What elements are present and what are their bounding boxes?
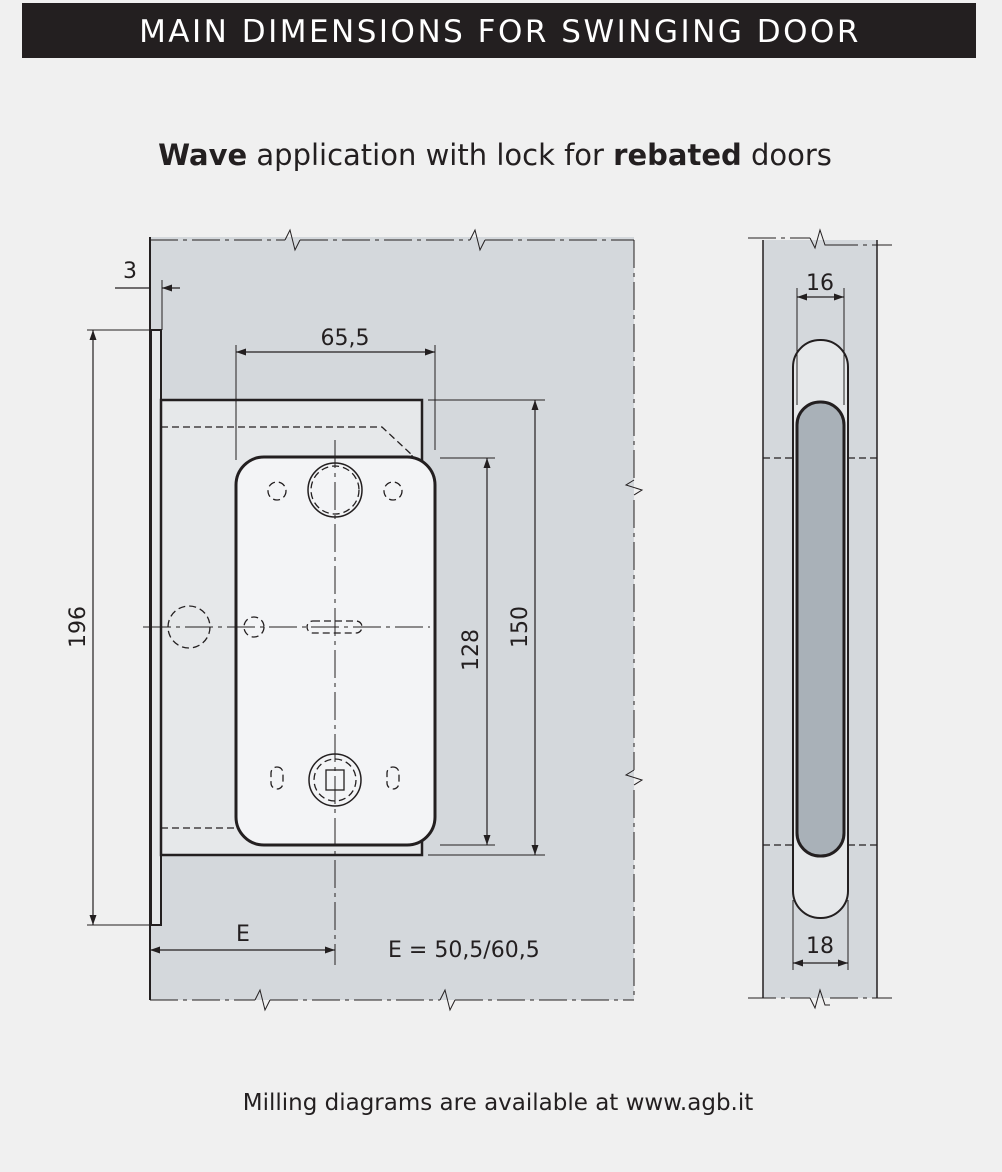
subtitle-text-end: doors	[742, 138, 832, 172]
dim-body-width: 65,5	[321, 326, 370, 351]
dim-backset-values: E = 50,5/60,5	[388, 938, 540, 963]
dim-side-bottom-width: 18	[806, 934, 834, 959]
subtitle: Wave application with lock for rebated d…	[158, 138, 832, 172]
handle-insert	[795, 400, 846, 858]
subtitle-door-type: rebated	[613, 138, 742, 172]
dim-cover-height: 128	[459, 629, 484, 671]
footer-note: Milling diagrams are available at www.ag…	[243, 1090, 754, 1116]
dim-faceplate-height: 196	[66, 606, 91, 648]
header-title: MAIN DIMENSIONS FOR SWINGING DOOR	[139, 14, 861, 50]
header-bar: MAIN DIMENSIONS FOR SWINGING DOOR	[22, 3, 976, 58]
subtitle-product: Wave	[158, 138, 247, 172]
dim-side-top-width: 16	[806, 271, 834, 296]
cylinder-hole	[308, 753, 362, 807]
dim-backset-label: E	[236, 922, 250, 947]
front-view: 3 196 65,5 128 150 E E = 50,5/60,5	[66, 228, 644, 1012]
spindle-hole	[307, 462, 363, 518]
dim-body-height: 150	[508, 606, 533, 648]
subtitle-text: application with lock for	[247, 138, 613, 172]
dim-faceplate-thickness: 3	[123, 259, 137, 284]
side-view: 16 18	[748, 228, 892, 1010]
